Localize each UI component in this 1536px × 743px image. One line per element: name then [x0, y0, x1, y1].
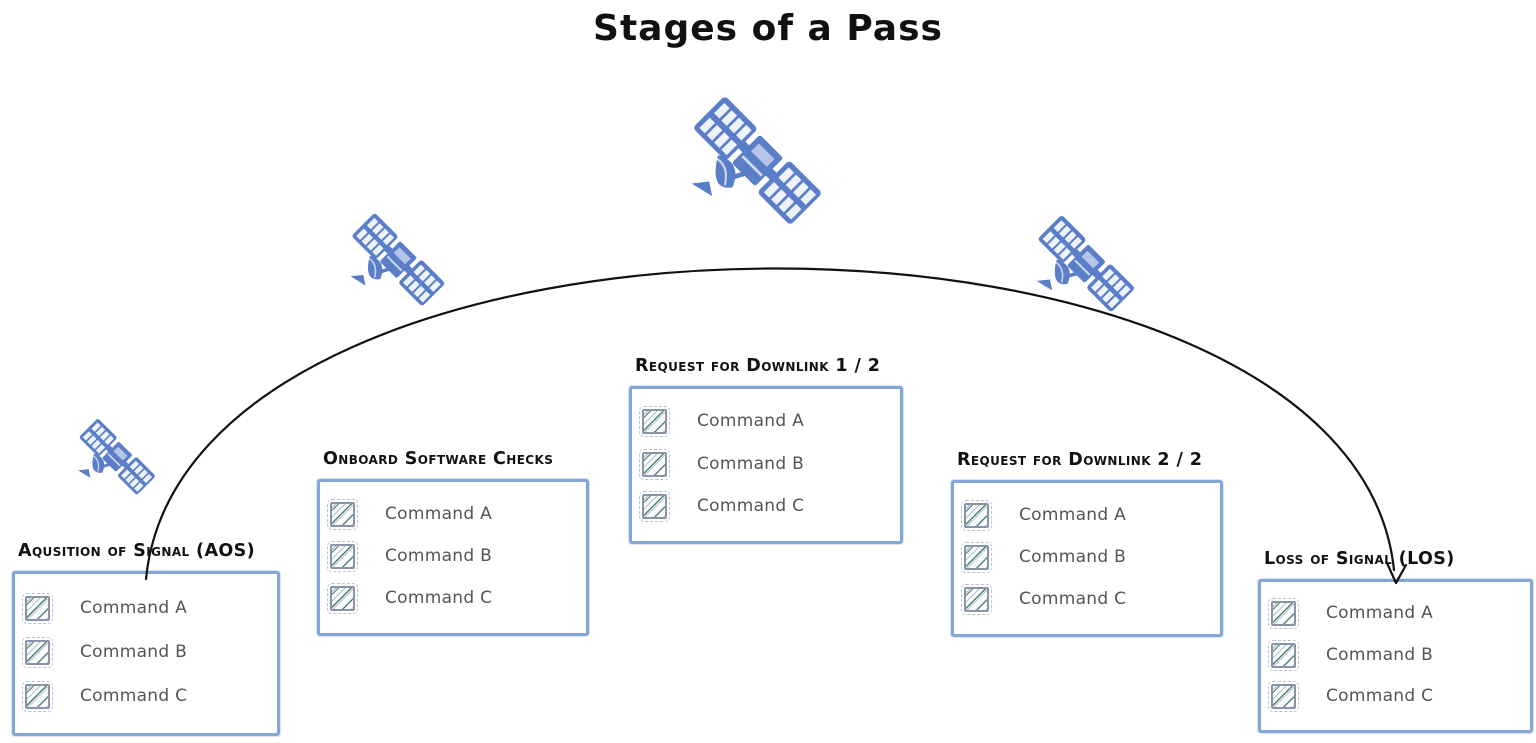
command-row: Command A [327, 498, 576, 530]
stage-box-los: Command A Command B Command C [1258, 579, 1533, 733]
command-row: Command A [1268, 598, 1520, 629]
hatched-checkbox-icon [1268, 681, 1299, 712]
hatched-checkbox-icon [639, 491, 670, 522]
stage-box-downlink-1: Command A Command B Command C [629, 386, 903, 544]
stage-downlink-1: Request for Downlink 1 / 2 Command A Com… [629, 356, 903, 544]
stage-downlink-2: Request for Downlink 2 / 2 Command A Com… [951, 450, 1223, 637]
command-row: Command B [639, 448, 890, 480]
command-label: Command C [1320, 684, 1448, 709]
command-row: Command C [327, 583, 576, 615]
command-label: Command A [691, 409, 819, 434]
command-label: Command B [1320, 642, 1448, 668]
command-label: Command B [379, 544, 507, 569]
command-row: Command B [327, 541, 576, 572]
hatched-checkbox-icon [327, 498, 358, 530]
hatched-checkbox-icon [327, 583, 358, 615]
command-row: Command A [22, 592, 267, 624]
hatched-checkbox-icon [961, 542, 992, 573]
stage-label-onboard: Onboard Software Checks [323, 449, 554, 469]
hatched-checkbox-icon [327, 541, 358, 572]
command-label: Command C [379, 586, 507, 612]
satellite-icon [1034, 212, 1138, 316]
stage-box-downlink-2: Command A Command B Command C [951, 480, 1223, 637]
satellite-icon [348, 210, 448, 310]
command-row: Command B [961, 542, 1210, 573]
hatched-checkbox-icon [22, 592, 53, 624]
hatched-checkbox-icon [22, 637, 53, 668]
hatched-checkbox-icon [639, 406, 670, 437]
hatched-checkbox-icon [22, 681, 53, 713]
hatched-checkbox-icon [961, 584, 992, 616]
command-row: Command C [22, 681, 267, 713]
command-row: Command B [22, 637, 267, 668]
command-row: Command A [639, 406, 890, 437]
command-label: Command B [1013, 545, 1141, 570]
command-label: Command C [74, 684, 202, 710]
page-title: Stages of a Pass [593, 8, 943, 49]
stage-box-aos: Command A Command B Command C [12, 571, 280, 736]
command-label: Command A [74, 595, 202, 621]
command-label: Command B [74, 640, 202, 665]
command-label: Command B [691, 451, 819, 477]
command-label: Command C [1013, 587, 1141, 613]
command-label: Command A [379, 501, 507, 527]
satellite-icon [688, 92, 826, 230]
stage-label-downlink-1: Request for Downlink 1 / 2 [635, 356, 881, 376]
satellite-icon [76, 416, 158, 498]
command-row: Command C [1268, 681, 1520, 712]
command-label: Command A [1320, 601, 1448, 626]
command-row: Command C [639, 491, 890, 522]
hatched-checkbox-icon [1268, 598, 1299, 629]
stage-los: Loss of Signal (LOS) Command A Command B… [1258, 549, 1533, 733]
command-row: Command A [961, 499, 1210, 531]
hatched-checkbox-icon [1268, 639, 1299, 671]
command-label: Command A [1013, 502, 1141, 528]
stage-label-aos: Aqusition of Signal (AOS) [18, 541, 256, 561]
command-row: Command B [1268, 639, 1520, 671]
stage-label-downlink-2: Request for Downlink 2 / 2 [957, 450, 1203, 470]
stage-aos: Aqusition of Signal (AOS) Command A Comm… [12, 541, 280, 736]
stage-box-onboard: Command A Command B Command C [317, 479, 589, 636]
hatched-checkbox-icon [961, 499, 992, 531]
command-row: Command C [961, 584, 1210, 616]
command-label: Command C [691, 494, 819, 519]
stage-onboard: Onboard Software Checks Command A Comman… [317, 449, 589, 636]
hatched-checkbox-icon [639, 448, 670, 480]
stage-label-los: Loss of Signal (LOS) [1264, 549, 1455, 569]
